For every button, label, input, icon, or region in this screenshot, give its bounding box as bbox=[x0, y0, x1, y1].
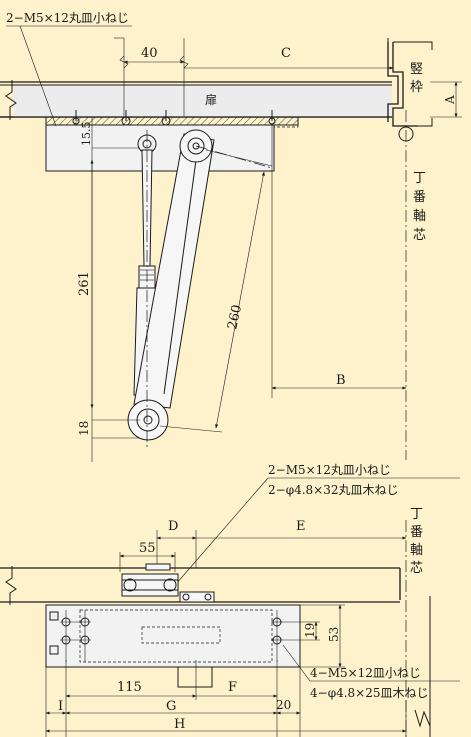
hinge-axis-b-3: 軸 bbox=[410, 543, 423, 558]
connecting-rod bbox=[141, 149, 153, 267]
dim-b: B bbox=[336, 373, 346, 388]
screw-note-top: 2−M5×12丸皿小ねじ bbox=[6, 11, 129, 25]
dim-15-5: 15.5 bbox=[80, 122, 93, 147]
bottom-view: 2−M5×12丸皿小ねじ 2−φ4.8×32丸皿木ねじ 丁 番 軸 芯 D E … bbox=[0, 463, 460, 737]
hinge-axis-b-2: 番 bbox=[410, 525, 423, 540]
hinge-axis-2: 番 bbox=[413, 190, 426, 205]
dim-18: 18 bbox=[77, 421, 91, 436]
dim-260: 260 bbox=[225, 303, 245, 330]
hinge-axis-1: 丁 bbox=[413, 171, 426, 186]
dim-19: 19 bbox=[303, 623, 317, 638]
frame-label-1: 竪 bbox=[410, 62, 423, 77]
dim-a: A bbox=[443, 95, 457, 105]
dim-d: D bbox=[168, 519, 178, 534]
screw-note-2: 2−φ4.8×32丸皿木ねじ bbox=[268, 483, 399, 497]
hinge-axis-b-1: 丁 bbox=[410, 507, 423, 522]
top-view: 扉 竪 枠 丁 番 軸 芯 A bbox=[0, 11, 462, 462]
hinge-axis-b-4: 芯 bbox=[410, 561, 423, 576]
dim-115: 115 bbox=[117, 680, 142, 695]
screw-note-3: 4−M5×12皿小ねじ bbox=[310, 666, 421, 680]
dim-i: I bbox=[58, 699, 63, 714]
dim-261: 261 bbox=[77, 271, 92, 296]
closer-body-bottom bbox=[45, 604, 301, 668]
pinion-assembly bbox=[121, 563, 215, 603]
door-section bbox=[0, 80, 392, 120]
dim-c: C bbox=[281, 46, 291, 61]
adjust-slot bbox=[141, 626, 221, 644]
dim-53: 53 bbox=[327, 627, 341, 642]
dim-f: F bbox=[228, 680, 237, 695]
hinge-axis-3: 軸 bbox=[413, 209, 426, 224]
frame-section bbox=[387, 38, 433, 127]
door-label: 扉 bbox=[205, 93, 217, 107]
screw-note-1: 2−M5×12丸皿小ねじ bbox=[268, 463, 391, 477]
dim-55: 55 bbox=[139, 541, 156, 556]
plate-screws bbox=[72, 110, 276, 126]
dim-20: 20 bbox=[276, 698, 291, 712]
dim-40: 40 bbox=[141, 46, 158, 61]
hinge-axis-4: 芯 bbox=[413, 228, 426, 243]
screw-note-4: 4−φ4.8×25皿木ねじ bbox=[310, 686, 429, 700]
mounting-screws bbox=[49, 610, 283, 662]
dim-g: G bbox=[166, 699, 176, 714]
dim-h: H bbox=[174, 717, 185, 732]
frame-label-2: 枠 bbox=[410, 80, 423, 95]
dim-e: E bbox=[296, 519, 306, 534]
closer-body bbox=[45, 124, 275, 172]
